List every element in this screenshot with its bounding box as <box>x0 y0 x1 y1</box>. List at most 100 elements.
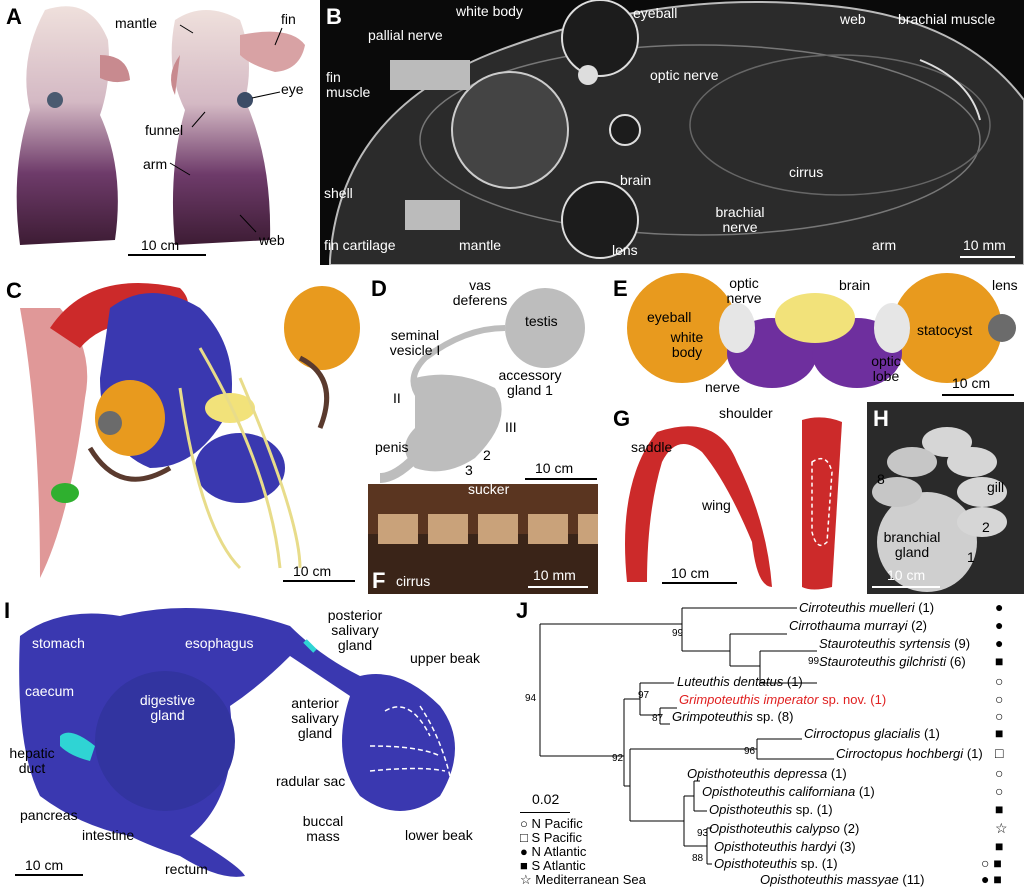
panel-f: F sucker cirrus 10 mm <box>368 484 598 594</box>
label-white-body: white body <box>456 3 523 19</box>
panel-i-letter: I <box>4 598 11 623</box>
bootstrap-3: 94 <box>525 693 537 704</box>
label-optic-lobe: optic lobe <box>871 353 901 384</box>
taxon-16: Opisthoteuthis massyae (11) <box>760 872 925 887</box>
label-lens: lens <box>992 277 1018 293</box>
scale-bar <box>872 586 940 588</box>
region-symbol: ○ <box>995 708 1004 724</box>
label-radular-sac: radular sac <box>276 773 346 789</box>
region-symbol: ■ <box>995 838 1004 854</box>
label-posterior-salivary: posterior salivary gland <box>327 607 383 653</box>
label-esophagus: esophagus <box>185 635 254 651</box>
label-2: 2 <box>982 519 990 535</box>
region-symbol: □ <box>995 745 1004 761</box>
label-rectum: rectum <box>165 861 208 877</box>
region-symbol: ● ■ <box>981 871 1002 887</box>
panel-b-letter: B <box>326 4 342 29</box>
taxon-4: Stauroteuthis gilchristi (6) <box>819 654 966 669</box>
label-anterior-salivary: anterior salivary gland <box>291 695 339 741</box>
scale-bar <box>528 586 588 588</box>
label-digestive-gland: digestive gland <box>139 692 196 723</box>
label-II: II <box>393 390 401 406</box>
ct-scan <box>329 0 1024 265</box>
panel-f-letter: F <box>372 568 386 593</box>
label-buccal-mass: buccal mass <box>302 813 344 844</box>
label-optic-nerve: optic nerve <box>650 67 719 83</box>
scale-label: 10 mm <box>533 567 576 583</box>
label-funnel: funnel <box>145 122 184 138</box>
scale-label: 10 mm <box>963 237 1006 253</box>
label-pallial-nerve: pallial nerve <box>368 27 443 43</box>
reproductive-organs <box>379 288 585 483</box>
label-testis: testis <box>525 313 558 329</box>
legend-item: □ S Pacific <box>520 830 583 845</box>
label-eye: eye <box>281 81 304 97</box>
label-wing: wing <box>702 497 731 513</box>
label-fin-cartilage: fin cartilage <box>324 237 396 253</box>
label-shoulder: shoulder <box>719 405 773 421</box>
panel-d-letter: D <box>371 276 387 301</box>
panel-e: E optic nerve brain lens eyeball white b… <box>607 268 1024 400</box>
label-fin-muscle: fin muscle <box>326 69 371 100</box>
scale-bar <box>960 256 1015 258</box>
label-fin: fin <box>281 11 296 27</box>
taxon-14: Opisthoteuthis hardyi (3) <box>714 839 856 854</box>
label-shell: shell <box>324 185 353 201</box>
label-cirrus: cirrus <box>789 164 824 180</box>
taxon-7: Grimpoteuthis sp. (8) <box>672 709 794 724</box>
bootstrap-5: 87 <box>652 713 664 724</box>
panel-g-letter: G <box>613 406 631 431</box>
bootstrap-2: 99 <box>808 656 820 667</box>
region-symbol: ● <box>995 599 1004 615</box>
label-web: web <box>840 11 866 27</box>
label-penis: penis <box>375 439 409 455</box>
label-white-body: white body <box>670 329 704 360</box>
region-symbol: ■ <box>995 801 1004 817</box>
taxon-1: Cirroteuthis muelleri (1) <box>799 600 935 615</box>
region-symbol: ● <box>995 617 1004 633</box>
label-brain: brain <box>620 172 652 188</box>
digestive-model <box>19 608 456 877</box>
region-symbol: ○ <box>995 783 1004 799</box>
scale-label: 10 cm <box>25 857 64 873</box>
panel-a-letter: A <box>6 4 22 29</box>
panel-i: I stomach esophagus posterior salivary g… <box>0 596 510 887</box>
label-3: 3 <box>465 462 473 478</box>
label-intestine: intestine <box>82 827 135 843</box>
phylogenetic-tree <box>539 607 834 865</box>
tree-scale-label: 0.02 <box>532 791 560 807</box>
label-brachial-muscle: brachial muscle <box>898 11 996 27</box>
label-pancreas: pancreas <box>20 807 78 823</box>
label-lens: lens <box>612 242 638 258</box>
label-III: III <box>505 419 517 435</box>
scale-bar <box>15 874 83 876</box>
scale-label: 10 cm <box>535 460 574 476</box>
label-nerve: nerve <box>705 379 741 395</box>
panel-b: B white body eyeball web brachial muscle… <box>320 0 1024 265</box>
bootstrap-8: 93 <box>697 828 709 839</box>
taxon-13: Opisthoteuthis calypso (2) <box>709 821 860 836</box>
label-caecum: caecum <box>25 683 75 699</box>
label-eyeball: eyeball <box>633 5 678 21</box>
gill-model <box>872 427 1007 592</box>
label-branchial-gland: branchial gland <box>883 529 941 560</box>
legend-item: ☆ Mediterranean Sea <box>520 872 646 887</box>
panel-a: A mantle fin eye funnel arm web 10 cm <box>0 0 318 265</box>
scale-bar <box>662 582 737 584</box>
brain-model <box>627 273 1016 388</box>
label-eyeball: eyeball <box>647 309 692 325</box>
panel-j: J Cirroteuthis muelleri (1) Cirrothauma … <box>512 596 1024 887</box>
taxon-2: Cirrothauma murrayi (2) <box>789 618 927 633</box>
region-symbol: ■ <box>995 725 1004 741</box>
label-arm: arm <box>872 237 897 253</box>
panel-d: D vas deferens testis seminal vesicle I … <box>365 268 605 484</box>
label-web: web <box>259 232 285 248</box>
region-legend: ○ N Pacific □ S Pacific ● N Atlantic ■ S… <box>520 817 646 887</box>
panel-c-letter: C <box>6 278 22 303</box>
bootstrap-6: 92 <box>612 753 624 764</box>
scale-bar <box>525 478 597 480</box>
taxon-9: Cirroctopus hochbergi (1) <box>836 746 983 761</box>
octopus-photos <box>16 6 305 245</box>
tree-scale-bar <box>520 812 570 813</box>
scale-bar <box>283 580 355 582</box>
